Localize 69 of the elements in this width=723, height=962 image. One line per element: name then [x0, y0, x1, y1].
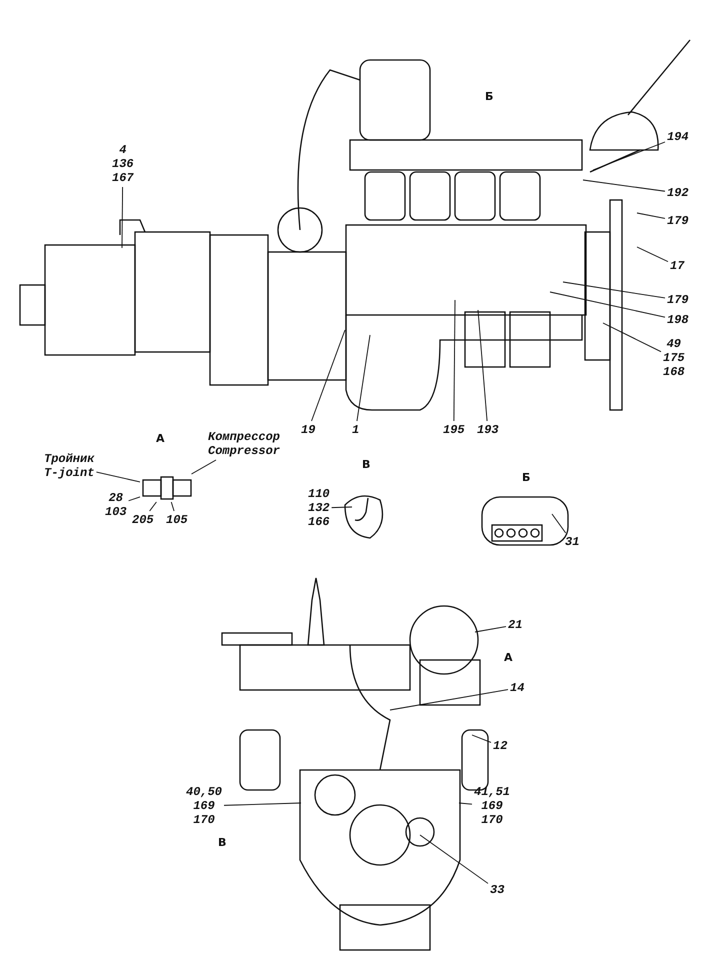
view-label: А — [504, 651, 513, 664]
callout-number: 167 — [112, 171, 134, 185]
leader-line — [96, 472, 140, 482]
callout-number: 169 — [481, 799, 503, 813]
callout-number: 195 — [443, 423, 465, 437]
tee-fitting-drawing — [142, 476, 192, 500]
leader-line — [453, 300, 456, 422]
leader-line — [592, 142, 666, 170]
callout-number: 175 — [663, 351, 685, 365]
callout-number: Тройник — [44, 452, 94, 466]
callout-number: 4 — [119, 143, 126, 157]
callout-number: 170 — [193, 813, 215, 827]
leader-line — [582, 180, 666, 192]
leader-line — [636, 212, 666, 219]
view-label: А — [156, 432, 165, 445]
callout-number: 40,50 — [186, 785, 222, 799]
callout-number: 166 — [308, 515, 330, 529]
leader-line — [562, 282, 666, 298]
callout-number: 168 — [663, 365, 685, 379]
leader-line — [420, 834, 488, 884]
leader-line — [170, 502, 174, 512]
leader-line — [550, 292, 666, 318]
callout-number: Компрессор — [208, 430, 280, 444]
leader-line — [224, 802, 302, 806]
callout-number: 179 — [667, 214, 689, 228]
callout-number: 33 — [490, 883, 504, 897]
callout-number: 110 — [308, 487, 330, 501]
callout-number: 1 — [352, 423, 360, 437]
leader-line — [474, 626, 506, 632]
leader-line — [602, 322, 662, 352]
callout-number: T-joint — [44, 466, 94, 480]
callout-number: 105 — [166, 513, 188, 527]
callout-number: 179 — [667, 293, 689, 307]
callout-number: 170 — [481, 813, 503, 827]
leader-line — [311, 330, 346, 422]
leader-line — [128, 496, 140, 502]
leader-line — [149, 502, 157, 512]
callout-number: 14 — [510, 681, 524, 695]
leader-line — [356, 334, 370, 422]
callout-number: 194 — [667, 130, 689, 144]
view-label: В — [218, 836, 226, 849]
callout-number: 198 — [667, 313, 689, 327]
callout-number: 193 — [477, 423, 499, 437]
leader-line — [552, 514, 566, 534]
callout-number: 28 — [108, 491, 123, 505]
leader-line — [390, 689, 508, 710]
callout-number: 12 — [493, 739, 508, 753]
leader-line — [478, 310, 488, 422]
leader-line — [458, 802, 472, 805]
callout-number: 192 — [667, 186, 689, 200]
leader-line — [122, 186, 124, 248]
callout-number: 49 — [666, 337, 681, 351]
callout-number: 136 — [112, 157, 134, 171]
callout-number: 103 — [105, 505, 127, 519]
callout-number: 21 — [508, 618, 522, 632]
view-label: Б — [485, 90, 494, 103]
callout-number: 169 — [193, 799, 215, 813]
callout-number: 19 — [301, 423, 316, 437]
leader-line — [331, 506, 352, 508]
leader-line — [472, 734, 492, 743]
callout-number: 205 — [132, 513, 154, 527]
callout-number: Compressor — [208, 444, 280, 458]
leader-line — [191, 460, 216, 474]
callout-number: 17 — [670, 259, 684, 273]
callout-number: 31 — [565, 535, 580, 549]
view-label: Б — [522, 471, 530, 484]
leader-line — [636, 246, 668, 262]
callout-number: 132 — [308, 501, 330, 515]
view-label: В — [362, 458, 370, 471]
